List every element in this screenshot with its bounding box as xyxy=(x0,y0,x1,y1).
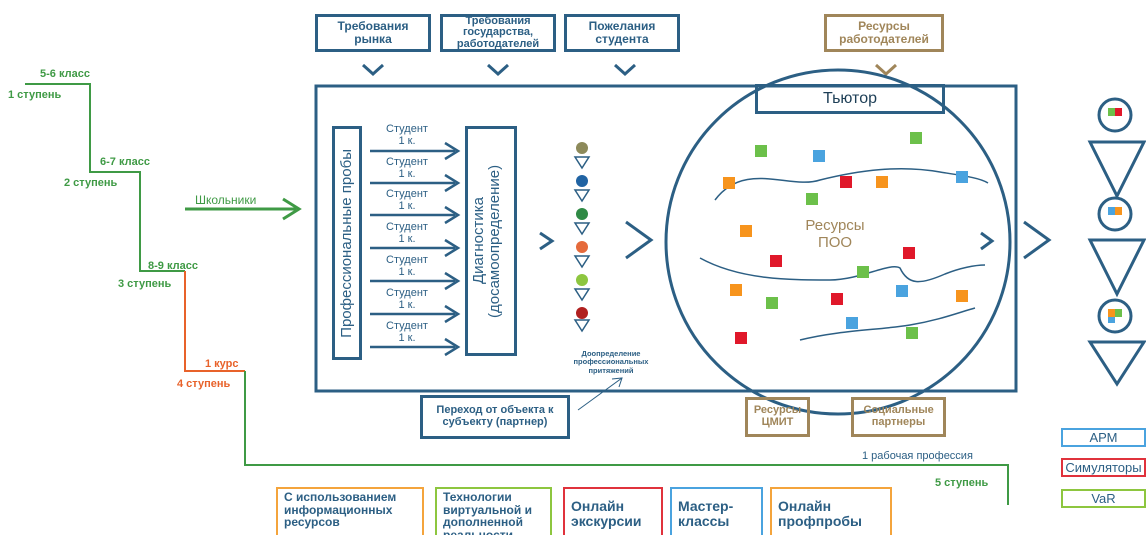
transition-box: Переход от объекта к субъекту (партнер) xyxy=(420,395,570,439)
resources-circle xyxy=(664,68,1012,416)
stair-grade-2: 6-7 класс xyxy=(100,156,150,168)
refinement-note: Доопределение профессиональных притяжени… xyxy=(573,349,649,375)
market-requirements-box: Требования рынка xyxy=(315,14,431,52)
chevron-state-icon xyxy=(486,63,510,77)
social-partners-box: Социальные партнеры xyxy=(851,397,946,437)
employer-resources-box: Ресурсы работодателей xyxy=(824,14,944,52)
profession-label: 1 рабочая профессия xyxy=(862,450,973,462)
stair-grade-1: 5-6 класс xyxy=(40,68,90,80)
method-vr-ar: Технологии виртуальной и дополненной реа… xyxy=(435,487,552,535)
chevron-student-icon xyxy=(613,63,637,77)
stairs-orange xyxy=(184,271,245,372)
stairs-green-bottom xyxy=(244,371,1009,505)
resources-poo-label: Ресурсы ПОО xyxy=(805,217,865,251)
professional-trials-box: Профессиональные пробы xyxy=(332,126,362,360)
chevron-employer-icon xyxy=(874,63,898,77)
transition-arrow xyxy=(577,377,623,411)
tag-arm: АРМ xyxy=(1061,428,1146,447)
color-dots-column xyxy=(573,142,591,333)
method-master-classes: Мастер-классы xyxy=(670,487,763,535)
right-indicators xyxy=(1087,97,1146,387)
stair-step-1: 1 ступень xyxy=(8,89,62,101)
cmit-resources-box: Ресурсы ЦМИТ xyxy=(745,397,810,437)
chevron-large-icon xyxy=(625,220,654,260)
state-requirements-box: Требования государства, работодателей xyxy=(440,14,556,52)
diagnostics-box: Диагностика (досамоопределение) xyxy=(465,126,517,356)
stairs-green xyxy=(25,83,185,272)
method-online-trials: Онлайн профпробы xyxy=(770,487,892,535)
student-wishes-box: Пожелания студента xyxy=(564,14,680,52)
stair-grade-4: 1 курс xyxy=(205,358,239,370)
chevron-right-icon xyxy=(1023,220,1052,260)
chevron-inner-icon xyxy=(980,231,995,251)
chevron-small-icon xyxy=(539,231,555,251)
stair-grade-3: 8-9 класс xyxy=(148,260,198,272)
stair-step-4: 4 ступень xyxy=(177,378,231,390)
method-info-resources: С использованием информационных ресурсов xyxy=(276,487,424,535)
step5-label: 5 ступень xyxy=(935,477,989,489)
tutor-box: Тьютор xyxy=(755,84,945,114)
stair-step-2: 2 ступень xyxy=(64,177,118,189)
pupils-label: Школьники xyxy=(195,193,257,207)
method-online-excursions: Онлайн экскурсии xyxy=(563,487,663,535)
right-indicator-squares xyxy=(1108,108,1122,323)
tag-simulators: Симуляторы xyxy=(1061,458,1146,477)
chevron-market-icon xyxy=(361,63,385,77)
tag-var: VaR xyxy=(1061,489,1146,508)
stair-step-3: 3 ступень xyxy=(118,278,172,290)
main-frame xyxy=(314,84,1018,393)
